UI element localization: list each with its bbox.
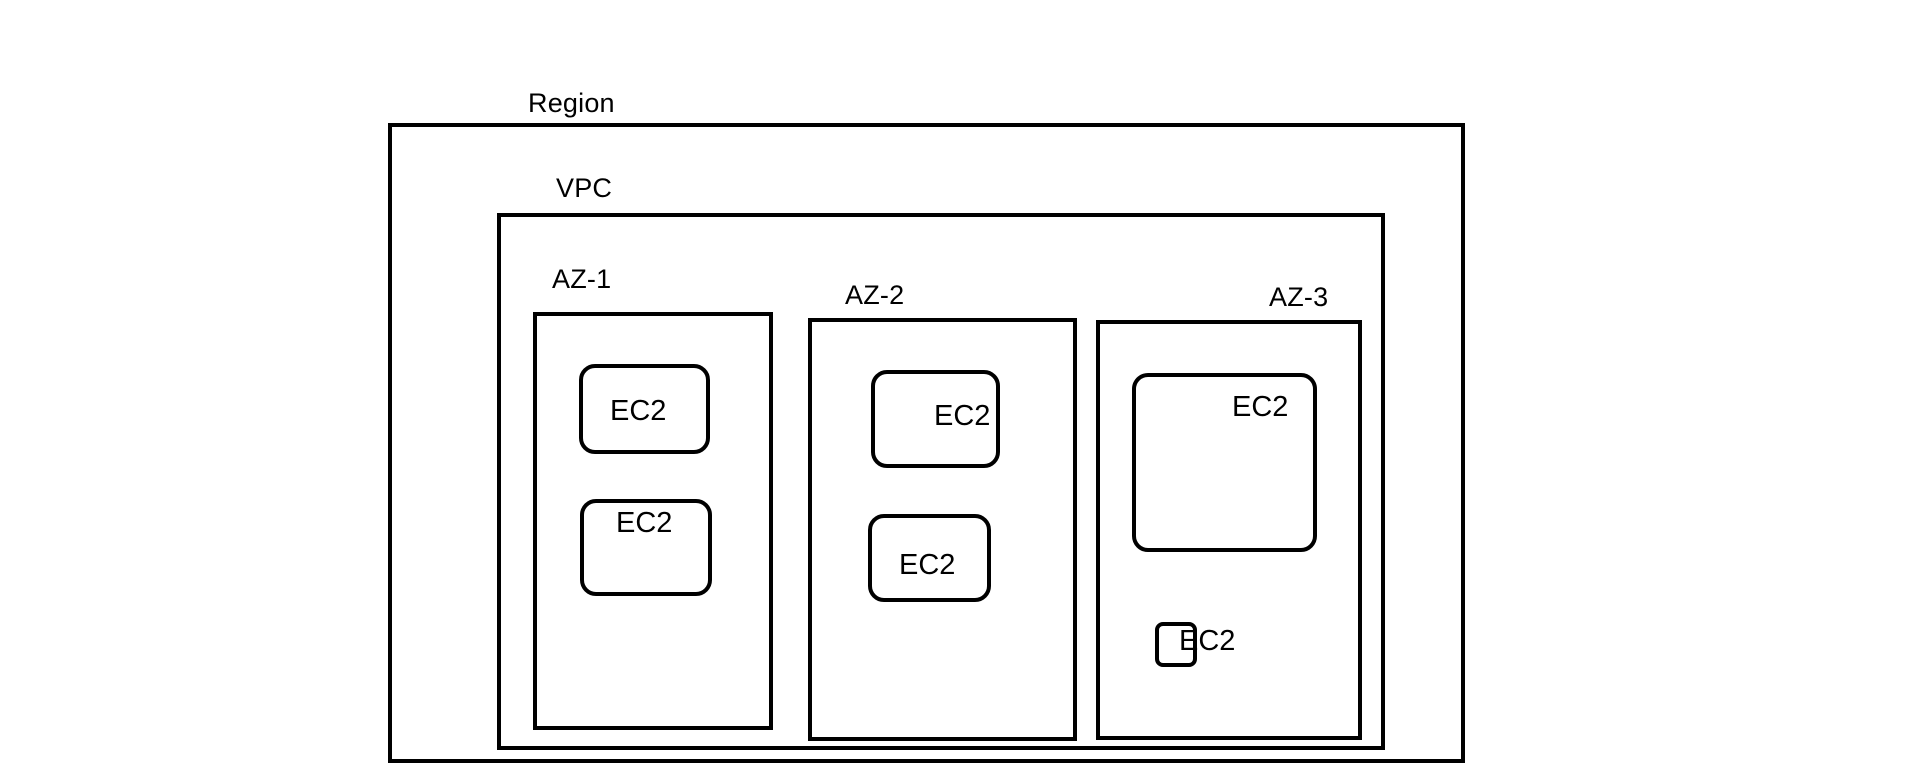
az-2-container — [808, 318, 1077, 741]
ec2-instance-az2-2 — [868, 514, 991, 602]
az-1-label: AZ-1 — [552, 264, 612, 294]
az-2-label: AZ-2 — [845, 280, 905, 310]
ec2-label-az1-1: EC2 — [610, 395, 667, 427]
ec2-instance-az1-1 — [579, 364, 710, 454]
ec2-label-az2-1: EC2 — [934, 400, 991, 432]
ec2-label-az3-1: EC2 — [1232, 391, 1289, 423]
ec2-instance-az1-2 — [580, 499, 712, 596]
az-3-container — [1096, 320, 1362, 740]
az-3-label: AZ-3 — [1269, 282, 1329, 312]
vpc-container — [497, 213, 1385, 750]
ec2-label-az1-2: EC2 — [616, 507, 673, 539]
region-container — [388, 123, 1465, 763]
ec2-instance-az3-1 — [1132, 373, 1317, 552]
ec2-label-az3-2: EC2 — [1179, 625, 1236, 657]
ec2-label-az2-2: EC2 — [899, 549, 956, 581]
az-1-container — [533, 312, 773, 730]
vpc-label: VPC — [556, 173, 613, 203]
ec2-instance-az2-1 — [871, 370, 1000, 468]
region-label: Region — [528, 88, 615, 118]
ec2-instance-az3-2 — [1155, 622, 1197, 667]
